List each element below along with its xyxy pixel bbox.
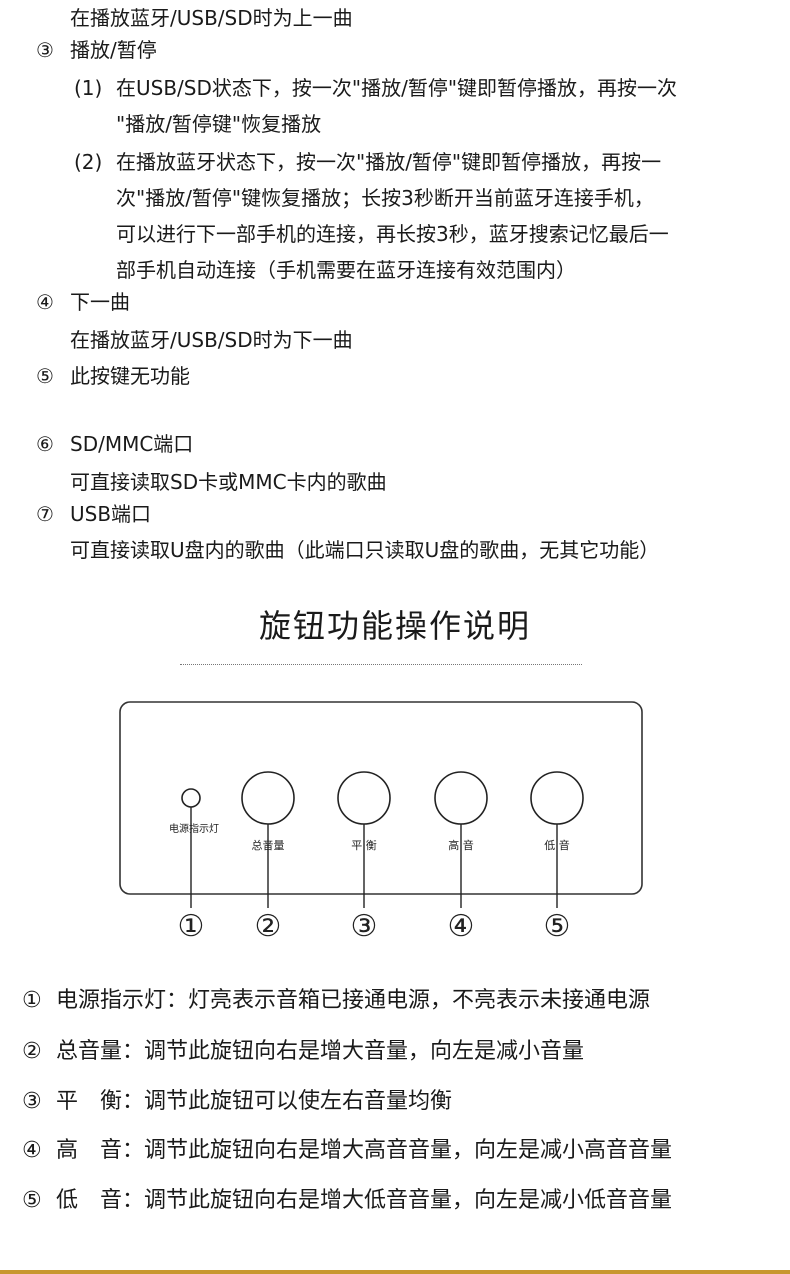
knob-desc-2-text: ：调节此旋钮向右是增大音量，向左是减小音量 xyxy=(122,1039,585,1064)
item6-heading: ⑥ SD/MMC端口 xyxy=(36,432,193,456)
item3-sub2-line4: 部手机自动连接（手机需要在蓝牙连接有效范围内） xyxy=(116,258,576,282)
knob-desc-2-label: 总音量 xyxy=(56,1039,123,1064)
title-divider xyxy=(180,664,582,665)
item5-heading: ⑤ 此按键无功能 xyxy=(36,364,190,388)
item5-title: 此按键无功能 xyxy=(70,364,190,388)
bottom-accent-rule xyxy=(0,1270,790,1274)
callout-number-3: ③ xyxy=(351,909,378,944)
item3-title: 播放/暂停 xyxy=(70,38,157,62)
control-panel-diagram: 电源指示灯 总音量 平 衡 高 音 低 音 ① ② ③ ④ ⑤ xyxy=(0,690,790,950)
item7-desc: 可直接读取U盘内的歌曲（此端口只读取U盘的歌曲，无其它功能） xyxy=(70,538,660,562)
item3-sub1-number: (1) xyxy=(74,76,103,100)
master-volume-knob xyxy=(241,771,295,825)
knob-desc-3-number: ③ xyxy=(22,1089,42,1114)
item3-sub1-line1: 在USB/SD状态下，按一次"播放/暂停"键即暂停播放，再按一次 xyxy=(116,76,678,100)
item6-desc: 可直接读取SD卡或MMC卡内的歌曲 xyxy=(70,470,387,494)
knob-desc-2-number: ② xyxy=(22,1039,42,1064)
item3-sub2-line2: 次"播放/暂停"键恢复播放；长按3秒断开当前蓝牙连接手机， xyxy=(116,186,654,210)
item3-number: ③ xyxy=(36,38,54,62)
item4-desc: 在播放蓝牙/USB/SD时为下一曲 xyxy=(70,328,353,352)
bass-knob xyxy=(530,771,584,825)
item5-number: ⑤ xyxy=(36,364,54,388)
knob-desc-2: ② 总音量：调节此旋钮向右是增大音量，向左是减小音量 xyxy=(22,1038,584,1066)
item6-title: SD/MMC端口 xyxy=(70,432,194,456)
knob-section-title: 旋钮功能操作说明 xyxy=(258,607,531,645)
item3-sub2-line3: 可以进行下一部手机的连接，再长按3秒，蓝牙搜索记忆最后一 xyxy=(116,222,669,246)
item3-sub1-line2: "播放/暂停键"恢复播放 xyxy=(116,112,322,136)
knob-desc-3-text: ：调节此旋钮可以使左右音量均衡 xyxy=(122,1089,453,1114)
item3-heading: ③ 播放/暂停 xyxy=(36,38,157,62)
knob-desc-5-label: 低 音 xyxy=(56,1188,123,1213)
knob-desc-1-label: 电源指示灯 xyxy=(56,988,167,1013)
callout-number-1: ① xyxy=(178,909,205,944)
item4-number: ④ xyxy=(36,290,54,314)
panel-svg: 电源指示灯 总音量 平 衡 高 音 低 音 ① ② ③ ④ ⑤ xyxy=(119,701,643,944)
knob-desc-4-number: ④ xyxy=(22,1138,42,1163)
item4-title: 下一曲 xyxy=(70,290,130,314)
power-indicator-light xyxy=(181,788,201,808)
knob-desc-4-label: 高 音 xyxy=(56,1138,123,1163)
item3-sub2-line1: 在播放蓝牙状态下，按一次"播放/暂停"键即暂停播放，再按一 xyxy=(116,150,662,174)
knob-desc-3-label: 平 衡 xyxy=(56,1089,123,1114)
item3-sub2-number: (2) xyxy=(74,150,103,174)
balance-knob xyxy=(337,771,391,825)
item6-number: ⑥ xyxy=(36,432,54,456)
knob-desc-5-text: ：调节此旋钮向右是增大低音音量，向左是减小低音音量 xyxy=(122,1188,673,1213)
callout-number-2: ② xyxy=(255,909,282,944)
knob-desc-1-number: ① xyxy=(22,988,42,1013)
knob-desc-4-text: ：调节此旋钮向右是增大高音音量，向左是减小高音音量 xyxy=(122,1138,673,1163)
knob-desc-3: ③ 平 衡：调节此旋钮可以使左右音量均衡 xyxy=(22,1088,452,1116)
knob-desc-1-text: ：灯亮表示音箱已接通电源，不亮表示未接通电源 xyxy=(166,988,651,1013)
knob-desc-5-number: ⑤ xyxy=(22,1188,42,1213)
knob-desc-1: ① 电源指示灯：灯亮表示音箱已接通电源，不亮表示未接通电源 xyxy=(22,987,650,1015)
treble-knob xyxy=(434,771,488,825)
item4-heading: ④ 下一曲 xyxy=(36,290,130,314)
callout-number-5: ⑤ xyxy=(544,909,571,944)
callout-number-4: ④ xyxy=(448,909,475,944)
item7-title: USB端口 xyxy=(70,502,152,526)
prev-track-desc: 在播放蓝牙/USB/SD时为上一曲 xyxy=(70,6,353,30)
knob-desc-5: ⑤ 低 音：调节此旋钮向右是增大低音音量，向左是减小低音音量 xyxy=(22,1187,672,1215)
indicator-label: 电源指示灯 xyxy=(169,822,219,835)
knob-desc-4: ④ 高 音：调节此旋钮向右是增大高音音量，向左是减小高音音量 xyxy=(22,1137,672,1165)
item7-number: ⑦ xyxy=(36,502,54,526)
item7-heading: ⑦ USB端口 xyxy=(36,502,151,526)
panel-outline xyxy=(119,701,643,895)
